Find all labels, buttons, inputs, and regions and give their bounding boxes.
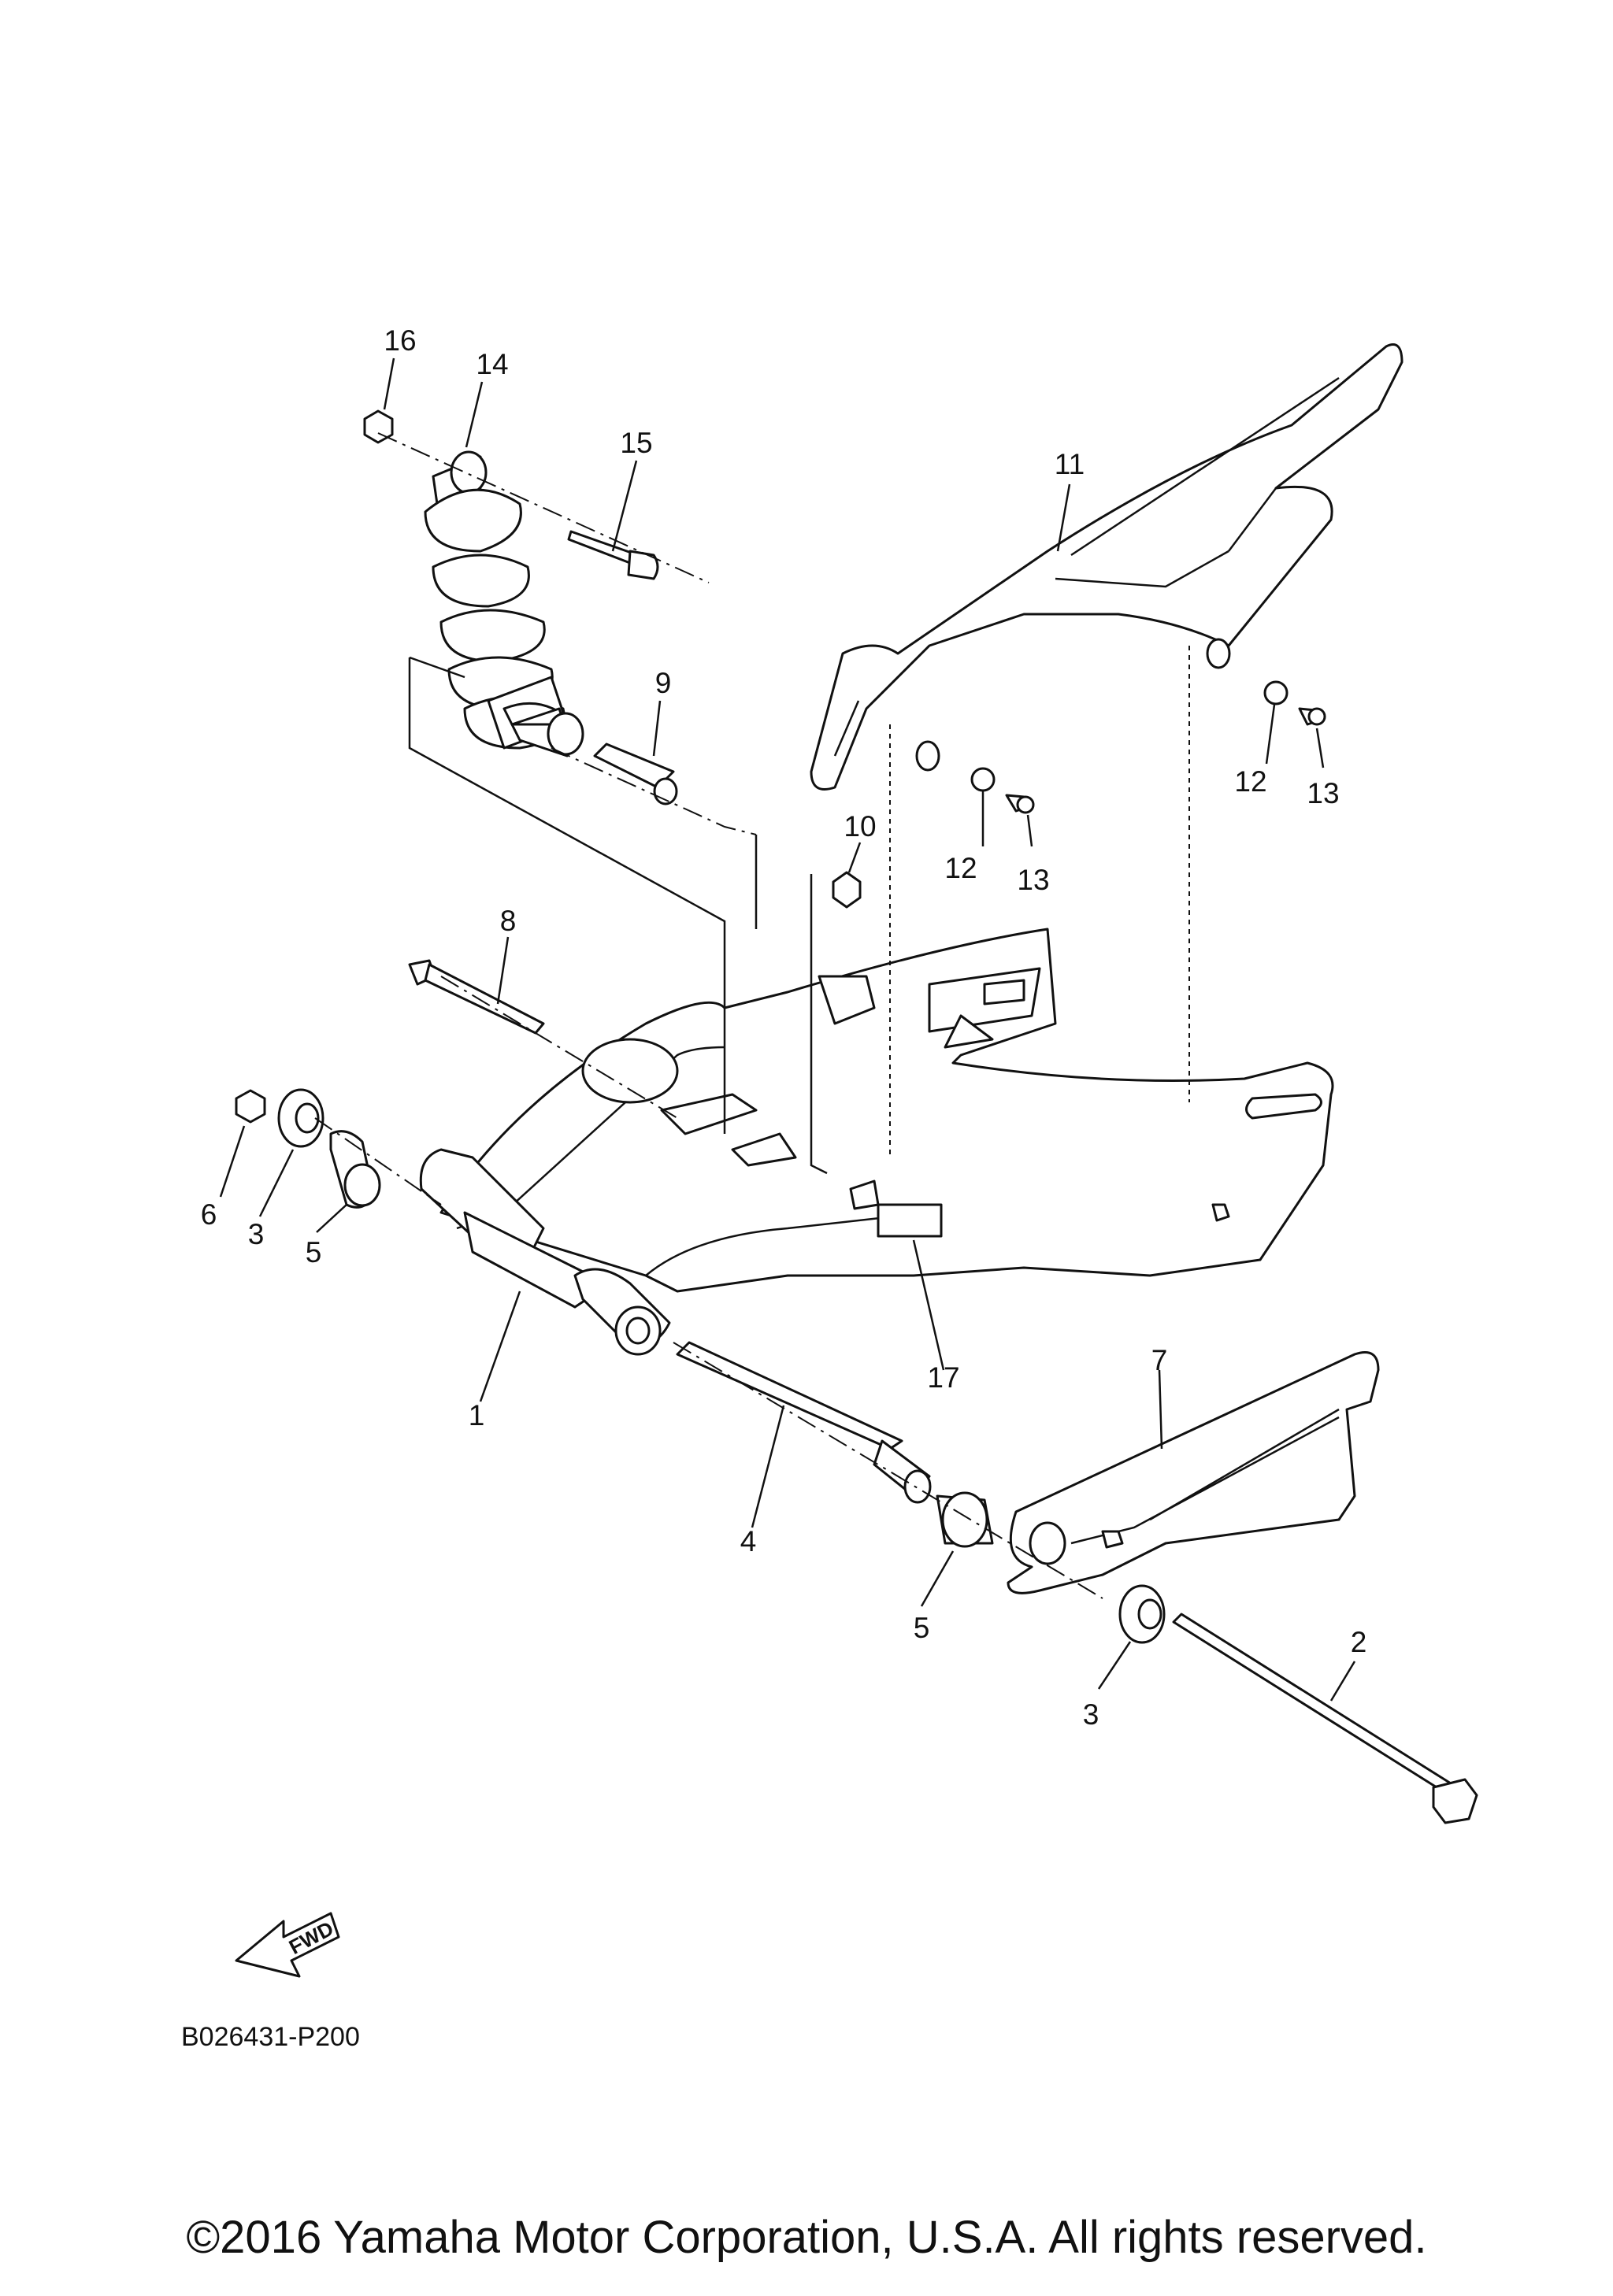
drawing-code: B026431-P200 bbox=[181, 2022, 360, 2052]
callout-12b: 12 bbox=[944, 852, 977, 884]
fasteners-12-13 bbox=[970, 680, 1326, 814]
callout-6: 6 bbox=[201, 1198, 217, 1231]
callout-1: 1 bbox=[469, 1399, 485, 1431]
pivot-bolt-2 bbox=[1172, 1613, 1478, 1824]
callout-numbers: 16 14 15 11 9 12 13 10 12 13 8 6 3 5 17 … bbox=[201, 324, 1367, 1731]
callout-8: 8 bbox=[500, 905, 517, 937]
collar-9 bbox=[593, 742, 678, 805]
callout-16: 16 bbox=[384, 324, 416, 357]
rear-arm-swingarm bbox=[419, 928, 1334, 1356]
callout-4: 4 bbox=[740, 1525, 757, 1557]
bolt-15 bbox=[567, 530, 659, 580]
nut-10 bbox=[832, 871, 862, 909]
callout-5-right: 5 bbox=[914, 1612, 930, 1644]
callout-2: 2 bbox=[1351, 1626, 1367, 1658]
callout-5-left: 5 bbox=[306, 1236, 322, 1268]
callout-14: 14 bbox=[476, 348, 508, 380]
callout-10: 10 bbox=[844, 810, 876, 842]
pivot-left-parts bbox=[235, 1088, 381, 1209]
callout-9: 9 bbox=[655, 667, 672, 699]
copyright-notice: ©2016 Yamaha Motor Corporation, U.S.A. A… bbox=[186, 2212, 1427, 2263]
callout-11: 11 bbox=[1055, 448, 1085, 480]
callout-12a: 12 bbox=[1234, 765, 1266, 798]
bearing-5-right bbox=[936, 1491, 994, 1548]
callout-3-right: 3 bbox=[1083, 1698, 1099, 1731]
nut-16 bbox=[363, 409, 394, 444]
assembly-lines bbox=[314, 432, 1190, 1599]
chain-case bbox=[810, 343, 1403, 791]
callout-17: 17 bbox=[927, 1361, 959, 1394]
fwd-arrow-icon: FWD bbox=[235, 1912, 340, 1978]
callout-15: 15 bbox=[620, 427, 652, 459]
callout-3-left: 3 bbox=[248, 1218, 265, 1250]
callout-13b: 13 bbox=[1017, 864, 1049, 896]
rear-shock-absorber bbox=[424, 450, 584, 757]
chain-guide-7 bbox=[1007, 1351, 1380, 1594]
callout-13a: 13 bbox=[1307, 777, 1339, 809]
pivot-shaft bbox=[676, 1341, 932, 1504]
leader-lines bbox=[219, 357, 1356, 1702]
oil-seal-3-right bbox=[1118, 1584, 1166, 1644]
callout-7: 7 bbox=[1151, 1344, 1168, 1376]
